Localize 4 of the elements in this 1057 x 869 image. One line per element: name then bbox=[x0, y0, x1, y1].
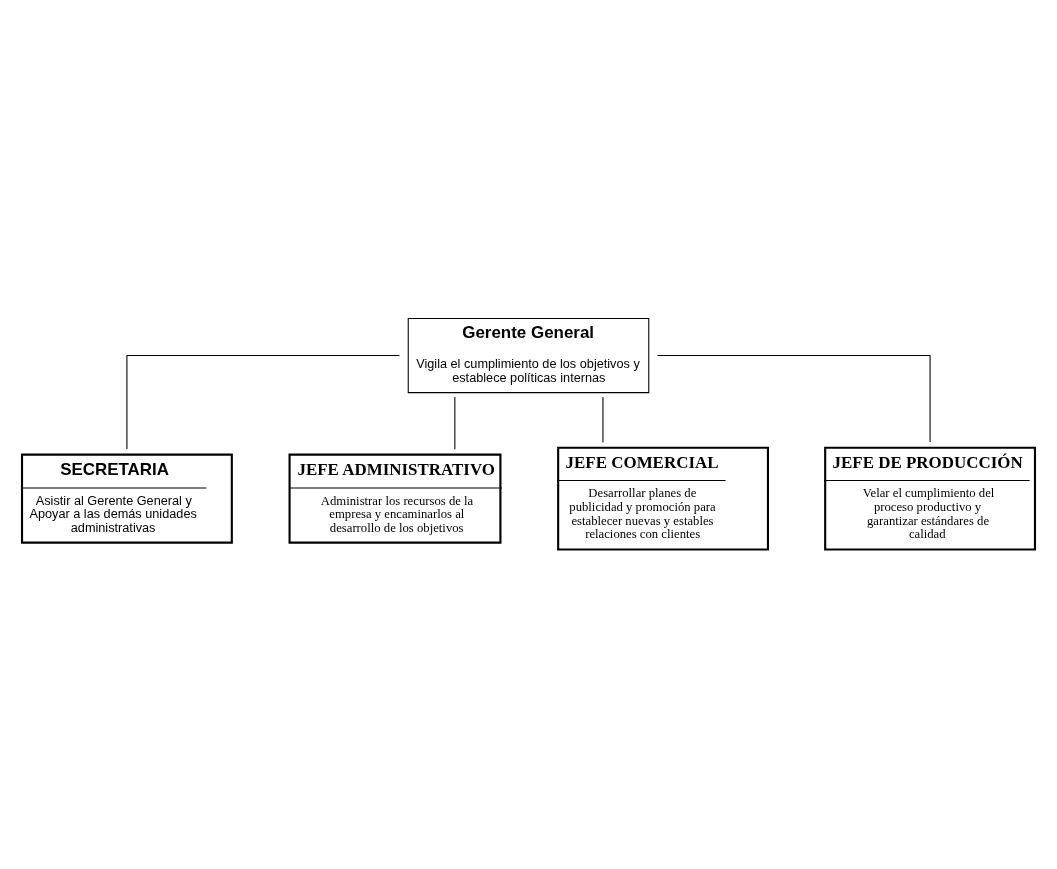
node-box: Gerente General Vigila el cumplimiento de los objetivos y establece políticas internas bbox=[407, 317, 650, 394]
connector bbox=[126, 355, 401, 450]
connector bbox=[656, 355, 931, 443]
connector bbox=[454, 396, 456, 450]
